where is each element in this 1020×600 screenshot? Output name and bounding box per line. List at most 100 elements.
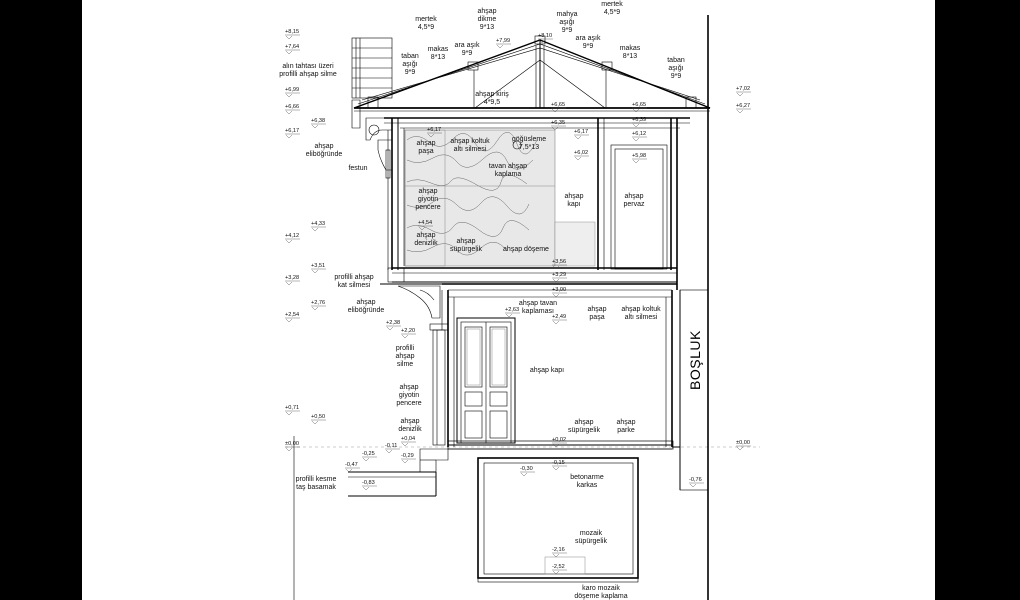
- svg-text:+6,27: +6,27: [736, 103, 750, 109]
- right-wall: [672, 15, 709, 600]
- level-marks: +8,15+7,64+6,99+6,66+6,17+4,12+3,28+2,54…: [285, 29, 751, 575]
- floor-band: [380, 267, 446, 319]
- level-mark-inner: +4,33: [311, 221, 326, 232]
- level-mark: -0,15: [552, 460, 567, 471]
- svg-text:+4,33: +4,33: [311, 221, 325, 227]
- annotation-label: ahşap kapı: [530, 367, 564, 374]
- level-mark: +6,17: [427, 127, 442, 138]
- svg-text:+2,20: +2,20: [401, 328, 415, 334]
- level-mark: -2,52: [552, 564, 567, 575]
- svg-text:-0,76: -0,76: [689, 477, 702, 483]
- svg-text:+0,71: +0,71: [285, 405, 299, 411]
- level-mark: +2,38: [386, 320, 401, 331]
- svg-text:+2,54: +2,54: [285, 312, 299, 318]
- level-mark-left: +6,66: [285, 104, 300, 115]
- level-mark: +7,99: [496, 38, 511, 49]
- level-mark: +6,65: [632, 102, 647, 113]
- svg-text:+7,02: +7,02: [736, 86, 750, 92]
- svg-text:±0,00: ±0,00: [736, 440, 750, 446]
- level-mark: +3,00: [552, 287, 567, 298]
- svg-text:-2,52: -2,52: [552, 564, 565, 570]
- gable-box: [351, 37, 393, 129]
- svg-text:+3,00: +3,00: [552, 287, 566, 293]
- svg-text:-0,83: -0,83: [362, 480, 375, 486]
- svg-text:+5,98: +5,98: [632, 153, 646, 159]
- svg-text:+6,66: +6,66: [285, 104, 299, 110]
- level-mark-right: +7,02: [736, 86, 751, 97]
- level-mark: +6,65: [551, 102, 566, 113]
- upper-eave-ornament: [365, 117, 393, 270]
- level-mark-left: +6,99: [285, 87, 300, 98]
- level-mark: +6,17: [574, 129, 589, 140]
- level-mark-left: +7,64: [285, 44, 300, 55]
- level-mark: +0,04: [401, 436, 416, 447]
- upper-floor: [384, 117, 690, 290]
- level-mark-right: ±0,00: [736, 440, 751, 451]
- svg-text:+7,64: +7,64: [285, 44, 299, 50]
- svg-text:+4,54: +4,54: [418, 220, 432, 226]
- svg-text:+6,02: +6,02: [574, 150, 588, 156]
- level-mark: -0,83: [362, 480, 377, 491]
- level-mark: +8,10: [538, 33, 553, 44]
- svg-text:+6,99: +6,99: [285, 87, 299, 93]
- level-mark-right: +6,27: [736, 103, 751, 114]
- svg-text:+8,10: +8,10: [538, 33, 552, 39]
- level-mark: -0,47: [345, 462, 360, 473]
- svg-text:+3,56: +3,56: [552, 259, 566, 265]
- basement: [477, 457, 639, 583]
- annotation-label: festun: [348, 165, 367, 172]
- level-mark: +6,39: [632, 117, 647, 128]
- svg-text:+6,65: +6,65: [632, 102, 646, 108]
- level-mark: +6,12: [632, 131, 647, 142]
- svg-text:+6,17: +6,17: [285, 128, 299, 134]
- svg-text:+3,51: +3,51: [311, 263, 325, 269]
- ground-door: [456, 317, 516, 444]
- level-mark-inner: +0,50: [311, 414, 326, 425]
- level-mark-left: +4,12: [285, 233, 300, 244]
- svg-text:-0,29: -0,29: [401, 453, 414, 459]
- level-mark: +5,98: [632, 153, 647, 164]
- svg-text:+6,39: +6,39: [632, 117, 646, 123]
- level-mark: +4,54: [418, 220, 433, 231]
- svg-text:±0,00: ±0,00: [285, 441, 299, 447]
- svg-text:+0,02: +0,02: [552, 437, 566, 443]
- svg-text:-0,47: -0,47: [345, 462, 358, 468]
- level-mark-left: +8,15: [285, 29, 300, 40]
- roof-truss: [353, 35, 711, 112]
- level-mark: -0,30: [520, 466, 535, 477]
- svg-text:+4,12: +4,12: [285, 233, 299, 239]
- svg-text:+0,50: +0,50: [311, 414, 325, 420]
- svg-text:+6,17: +6,17: [574, 129, 588, 135]
- svg-text:+6,17: +6,17: [427, 127, 441, 133]
- svg-text:-0,25: -0,25: [362, 451, 375, 457]
- entry-steps: [348, 448, 449, 497]
- svg-text:-2,16: -2,16: [552, 547, 565, 553]
- level-mark: -0,25: [362, 451, 377, 462]
- svg-text:+7,99: +7,99: [496, 38, 510, 44]
- svg-text:+6,12: +6,12: [632, 131, 646, 137]
- svg-text:+3,29: +3,29: [552, 272, 566, 278]
